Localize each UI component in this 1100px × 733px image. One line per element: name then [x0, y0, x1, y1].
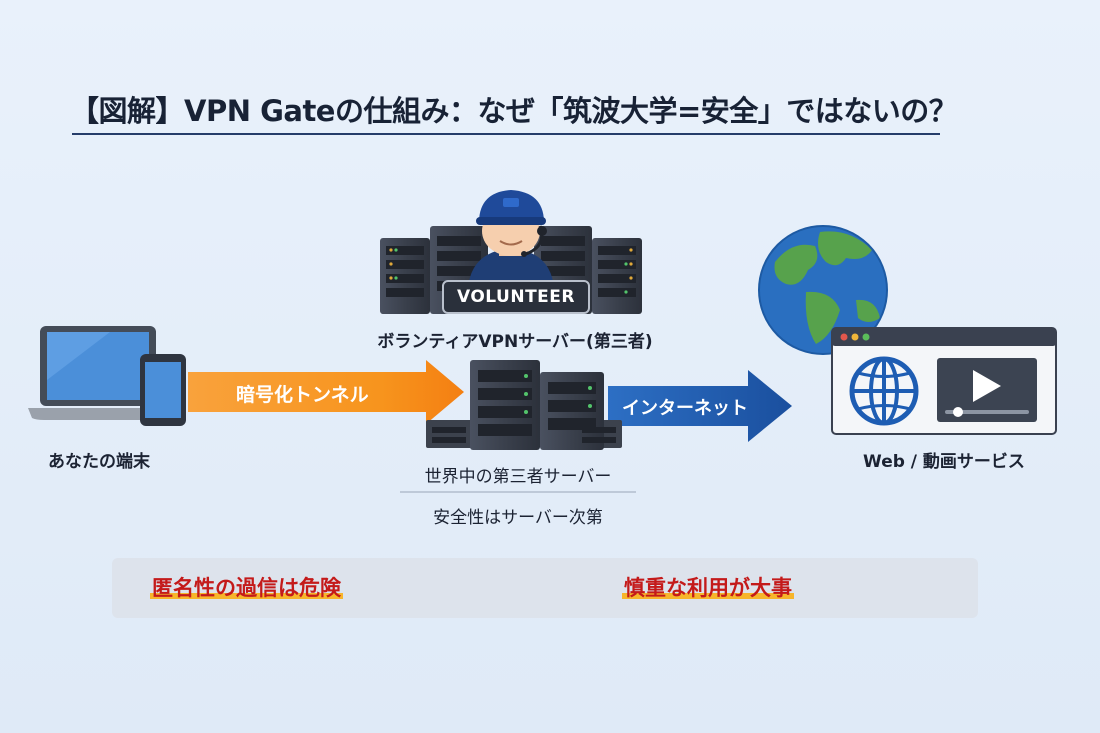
server-dependent-safety-label: 安全性はサーバー次第 — [433, 508, 603, 528]
volunteer-server-label: ボランティアVPNサーバー(第三者) — [377, 332, 653, 352]
overconfidence-warning: 匿名性の過信は危険 — [150, 572, 343, 606]
volunteer-badge: VOLUNTEER — [442, 280, 590, 314]
laptop-icon — [28, 326, 172, 420]
careful-use-note: 慎重な利用が大事 — [622, 572, 794, 606]
third-party-server-icon — [426, 360, 622, 450]
web-service-label: Web / 動画サービス — [863, 452, 1025, 472]
volunteer-badge-text: VOLUNTEER — [457, 287, 575, 307]
video-player-icon — [937, 358, 1037, 422]
device-label: あなたの端末 — [48, 452, 150, 472]
web-globe-icon — [849, 356, 919, 426]
title-underline — [72, 133, 940, 135]
smartphone-icon — [140, 354, 186, 426]
encrypted-tunnel-label: 暗号化トンネル — [236, 384, 369, 406]
encrypted-tunnel-arrow — [188, 360, 464, 424]
third-party-servers-label: 世界中の第三者サーバー — [424, 467, 612, 487]
globe-icon — [758, 225, 888, 355]
volunteer-person-icon — [468, 190, 554, 290]
page-title: 【図解】VPN Gateの仕組み：なぜ「筑波大学=安全」ではないの？ — [70, 94, 958, 128]
internet-label: インターネット — [622, 398, 748, 419]
internet-arrow — [608, 370, 792, 442]
